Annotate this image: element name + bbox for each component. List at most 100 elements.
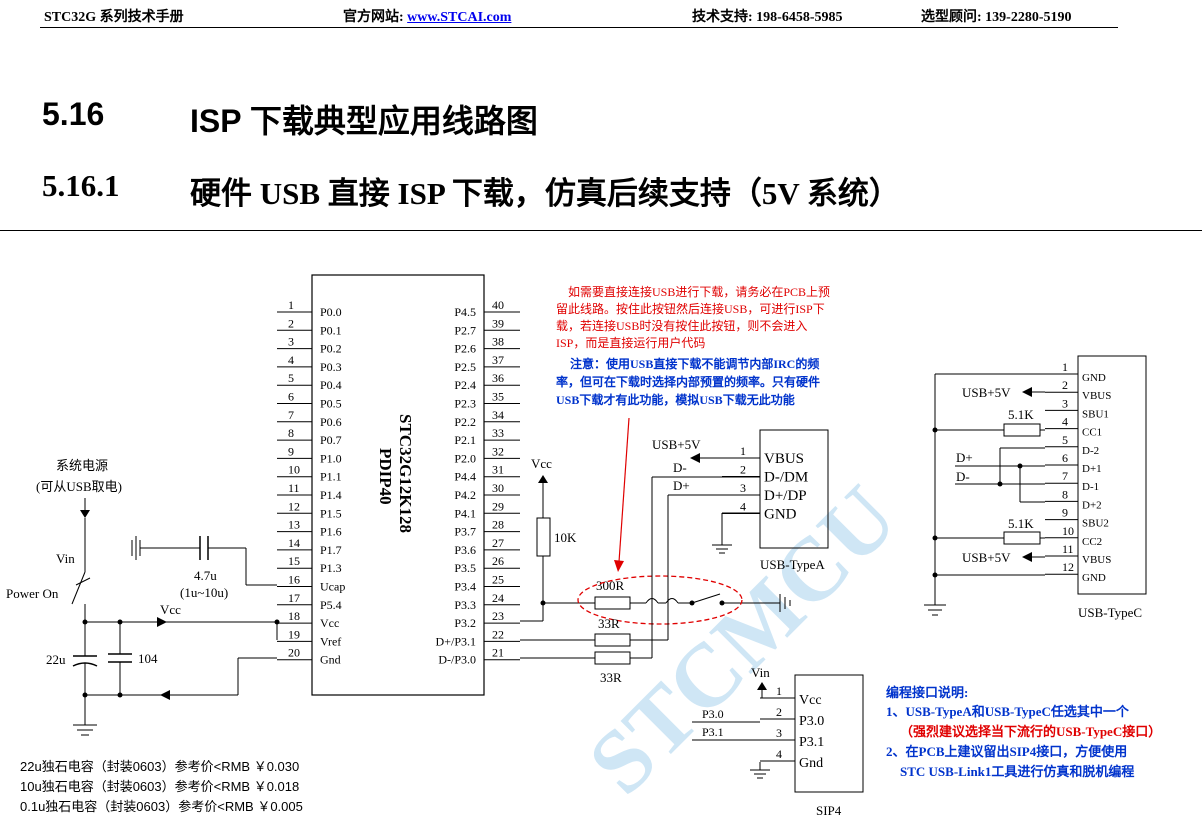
- usb-c-pin-name: D+1: [1082, 463, 1102, 475]
- mcu-pin-number: 23: [492, 609, 504, 623]
- mcu-pin-number: 18: [288, 609, 300, 623]
- section-heading: 5.16 ISP 下载典型应用线路图: [42, 96, 538, 139]
- usb-c-pin-name: CC2: [1082, 536, 1102, 548]
- mcu-pin-number: 13: [288, 518, 300, 532]
- usb-c-pin-name: D+2: [1082, 499, 1102, 511]
- mcu-pin-name: D-/P3.0: [438, 653, 476, 667]
- usb-c-pin-number: 5: [1062, 433, 1068, 447]
- mcu-pin-name: P2.6: [454, 342, 476, 356]
- mcu-pin-name: P1.0: [320, 451, 342, 465]
- subsection-title: 硬件 USB 直接 ISP 下载，仿真后续支持（5V 系统）: [190, 176, 900, 211]
- power-on-label: Power On: [6, 586, 59, 601]
- mcu-pin-name: P2.7: [454, 323, 476, 337]
- mcu-pin-number: 16: [288, 573, 300, 587]
- website-link[interactable]: www.STCAI.com: [407, 10, 512, 25]
- mcu-pin-number: 20: [288, 646, 300, 660]
- power-switch: [71, 571, 86, 605]
- price-22u: 22u独石电容（封装0603）参考价<RMB ￥0.030: [20, 759, 299, 774]
- sales-consultant: 选型顾问: 139-2280-5190: [921, 10, 1072, 25]
- mcu-pin-number: 24: [492, 591, 504, 605]
- mcu-pin-number: 19: [288, 627, 300, 641]
- r300-label: 300R: [596, 578, 625, 593]
- usb-c-pin-name: GND: [1082, 372, 1106, 384]
- usb-c-pin-number: 12: [1062, 560, 1074, 574]
- usb-c-pin-number: 6: [1062, 451, 1068, 465]
- section-number: 5.16: [42, 96, 105, 132]
- usb-c-pin-number: 10: [1062, 524, 1074, 538]
- usb-c-pin-number: 2: [1062, 378, 1068, 392]
- usb-c-pin-number: 3: [1062, 396, 1068, 410]
- usb-c-pin-number: 9: [1062, 506, 1068, 520]
- mcu-pin-name: P1.4: [320, 488, 342, 502]
- isp-vcc-label: Vcc: [531, 456, 552, 471]
- usb-a-5v-label: USB+5V: [652, 437, 701, 452]
- mcu-pin-number: 15: [288, 554, 300, 568]
- website-label: 官方网站:: [343, 10, 408, 25]
- mcu-body: [311, 274, 485, 696]
- mcu-pin-name: P1.5: [320, 506, 342, 520]
- mcu-pin-number: 9: [288, 444, 294, 458]
- mcu-pin-name: P3.7: [454, 525, 476, 539]
- gnd-arrow-icon: [160, 690, 170, 700]
- usb-a-pin-name: VBUS: [764, 451, 804, 467]
- usb-a-dm-label: D-: [673, 460, 687, 475]
- usb-c-pins: 1GND2VBUS3SBU14CC15D-26D+17D-18D+29SBU21…: [1045, 360, 1111, 584]
- sip4-vin-label: Vin: [751, 665, 770, 680]
- prog-notes-line4: STC USB-Link1工具进行仿真和脱机编程: [900, 764, 1134, 779]
- header-rule: [40, 27, 1118, 28]
- price-10u: 10u独石电容（封装0603）参考价<RMB ￥0.018: [20, 779, 299, 794]
- mcu-pin-name: P0.4: [320, 378, 342, 392]
- prog-notes-title: 编程接口说明:: [886, 685, 968, 700]
- power-source-note: (可从USB取电): [36, 479, 122, 494]
- mcu-pin-name: P3.6: [454, 543, 476, 557]
- r33-dp-label: 33R: [598, 616, 620, 631]
- usb-c-pin-number: 8: [1062, 487, 1068, 501]
- mcu-pin-name: P3.2: [454, 616, 476, 630]
- mcu-pin-number: 1: [288, 298, 294, 312]
- isp-note-red: 如需要直接连接USB进行下载，请务必在PCB上预留此线路。按住此按钮然后连接US…: [556, 284, 830, 350]
- usb-a-body: [759, 429, 829, 549]
- note-red-line: 载，若连接USB时没有按住此按钮，则不会进入: [556, 318, 807, 333]
- power-arrow-icon: [80, 510, 90, 518]
- page-header: STC32G 系列技术手册 官方网站: www.STCAI.com 技术支持: …: [0, 0, 1202, 30]
- usb-c-cc1-resistor: [1003, 423, 1041, 437]
- usb-c-pin-number: 11: [1062, 542, 1074, 556]
- mcu-pin-name: P1.1: [320, 470, 342, 484]
- usb-c-res2-label: 5.1K: [1008, 516, 1034, 531]
- mcu-name: STC32G12K128: [396, 414, 415, 533]
- usb-a-dp-label: D+: [673, 478, 690, 493]
- mcu-pin-number: 27: [492, 536, 504, 550]
- mcu-pin-name: P0.2: [320, 342, 342, 356]
- isp-vcc-arrow-icon: [538, 475, 548, 483]
- mcu-pin-name: P4.1: [454, 506, 476, 520]
- sip4-pin-number: 3: [776, 726, 782, 740]
- mcu-pin-number: 8: [288, 426, 294, 440]
- website: 官方网站: www.STCAI.com: [343, 6, 511, 26]
- mcu-pin-name: P2.5: [454, 360, 476, 374]
- usb-c-5v-bottom: USB+5V: [962, 550, 1011, 565]
- usb-c-5v-top: USB+5V: [962, 385, 1011, 400]
- ucap-range: (1u~10u): [180, 585, 228, 600]
- mcu-pin-name: P0.1: [320, 323, 342, 337]
- usb-c-pin-name: GND: [1082, 572, 1106, 584]
- mcu-pin-name: P3.5: [454, 561, 476, 575]
- mcu-pin-number: 5: [288, 371, 294, 385]
- isp-button: [691, 593, 721, 604]
- sip4-body: [794, 674, 864, 793]
- mcu-pin-number: 37: [492, 353, 504, 367]
- sip4-net1: P3.0: [702, 707, 724, 721]
- vin-label: Vin: [56, 551, 75, 566]
- mcu-pin-name: P0.0: [320, 305, 342, 319]
- usb-c-body: [1077, 355, 1147, 595]
- note-blue-line: 率，但可在下载时选择内部预置的频率。只有硬件: [556, 374, 820, 389]
- vcc-arrow-icon: [157, 617, 167, 627]
- mcu-pin-number: 30: [492, 481, 504, 495]
- note-arrow-icon: [614, 560, 624, 572]
- sip4-pin-name: P3.1: [799, 735, 824, 750]
- usb-c-pin-number: 1: [1062, 360, 1068, 374]
- mcu-pin-number: 28: [492, 518, 504, 532]
- mcu-pin-name: P2.4: [454, 378, 476, 392]
